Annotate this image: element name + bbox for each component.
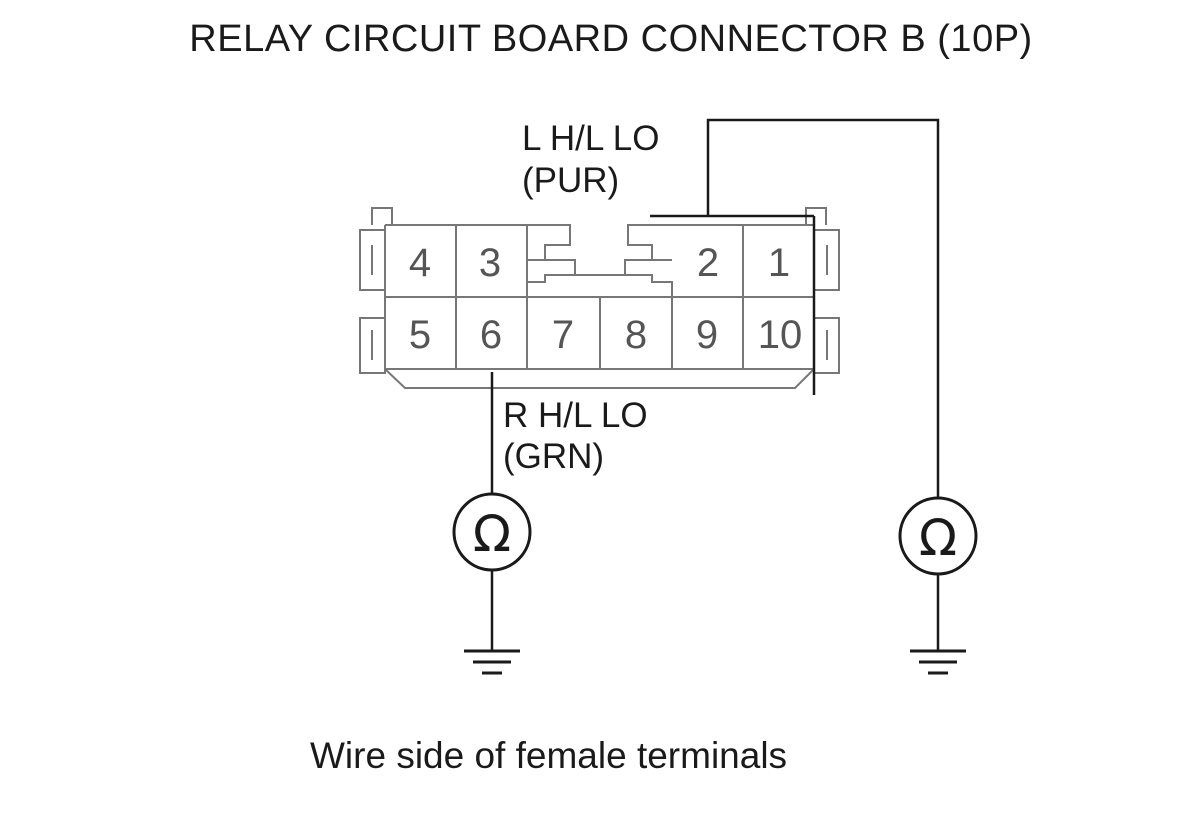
pin-6: 6	[480, 313, 502, 357]
pin-8: 8	[625, 313, 647, 357]
pin-2: 2	[697, 241, 719, 285]
pin-4: 4	[409, 241, 431, 285]
terminal-2-color-label: (PUR)	[522, 161, 620, 200]
ohmmeter-icon: Ω	[898, 496, 978, 576]
connector-pins: 4 3 2 1 5 6 7 8 9 10	[409, 241, 802, 357]
pin-5: 5	[409, 313, 431, 357]
pin-10: 10	[758, 313, 803, 357]
pin-1: 1	[768, 241, 790, 285]
terminal-6-color-label: (GRN)	[503, 437, 605, 476]
ground-icon	[910, 649, 966, 675]
pin-3: 3	[479, 241, 501, 285]
ohm-symbol-right: Ω	[919, 509, 957, 567]
connector-body	[359, 207, 840, 389]
ohm-symbol-left: Ω	[473, 505, 511, 563]
diagram-caption: Wire side of female terminals	[310, 735, 788, 776]
ohmmeter-icon: Ω	[452, 492, 532, 572]
wires	[490, 118, 940, 650]
diagram-title: RELAY CIRCUIT BOARD CONNECTOR B (10P)	[189, 18, 1033, 60]
pin-7: 7	[552, 313, 574, 357]
terminal-6-name-label: R H/L LO	[503, 396, 648, 435]
pin-9: 9	[696, 313, 718, 357]
terminal-2-name-label: L H/L LO	[522, 119, 660, 158]
ground-icon	[464, 649, 520, 675]
wire-terminal-2	[706, 118, 940, 498]
